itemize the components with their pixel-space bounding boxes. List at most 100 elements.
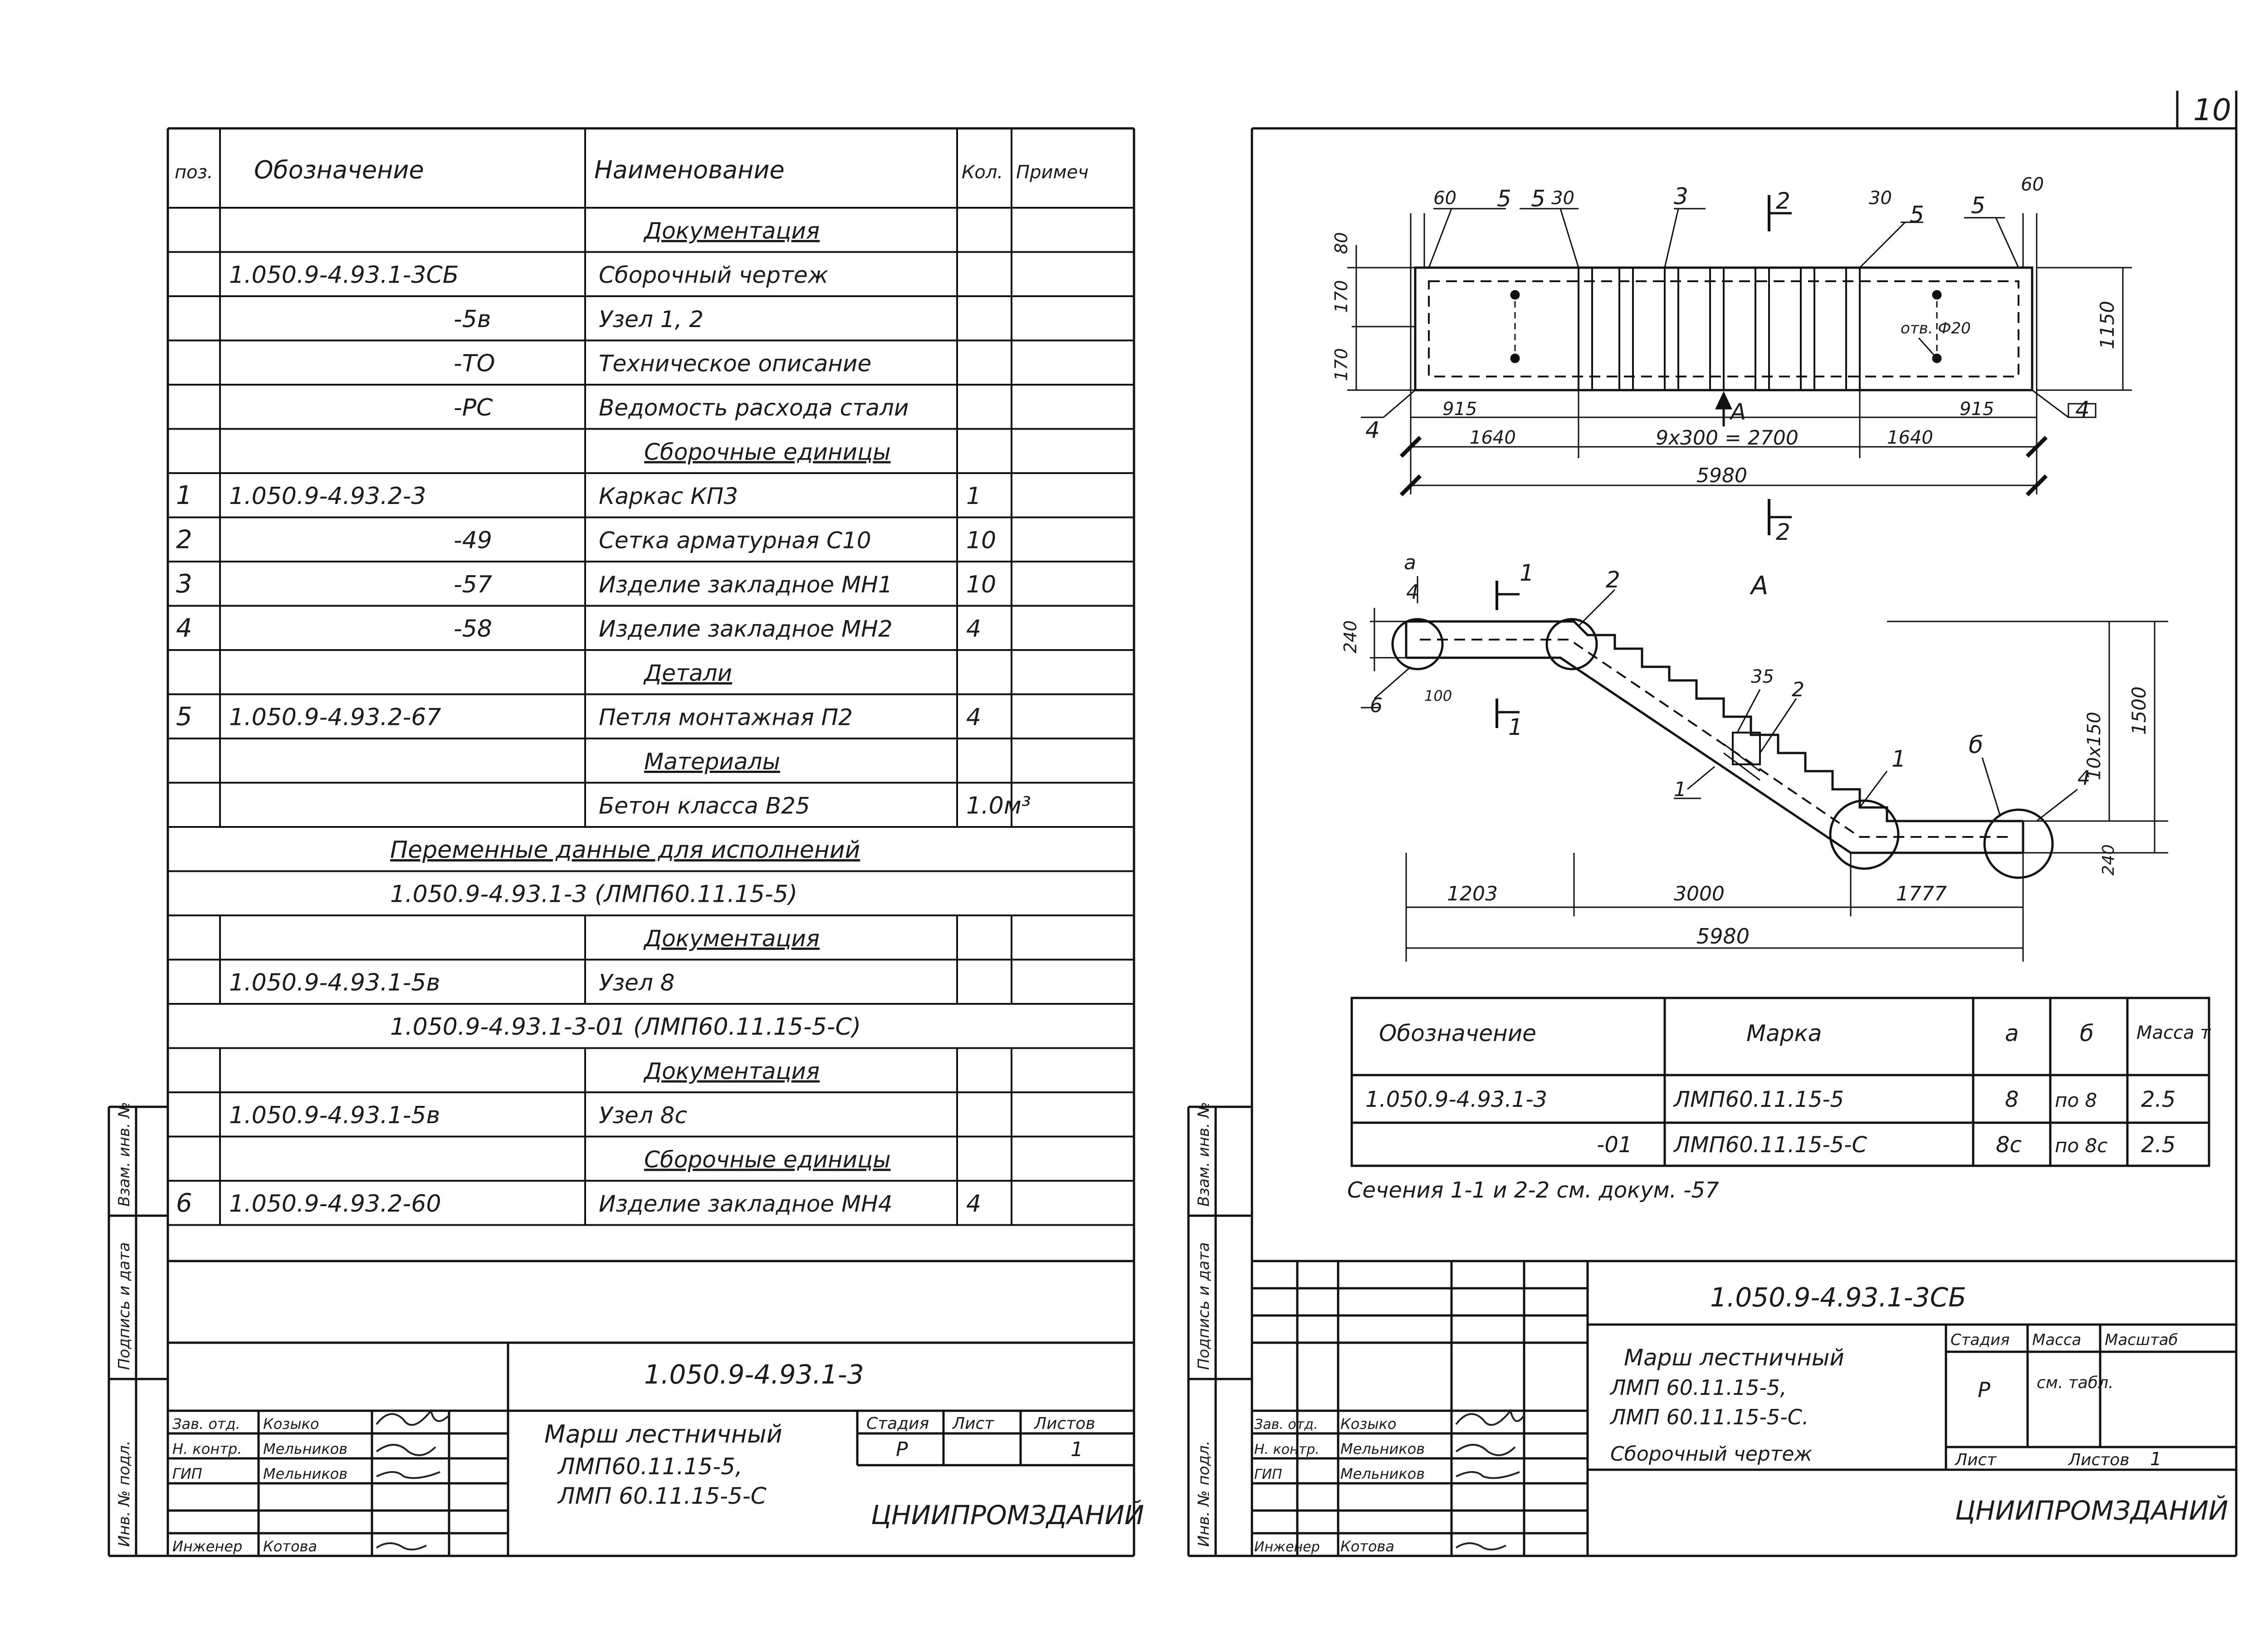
signature-2: [376, 1444, 436, 1456]
sec-dim-1203: 1203: [1447, 882, 1498, 905]
sec-label-6: 6: [1370, 694, 1383, 717]
section-labels: А а 4 1 2 6 100 1 240 35 2 1 1 б 4 10x15…: [1340, 551, 2150, 949]
spec-name: Петля монтажная П2: [599, 704, 853, 731]
var-h-b: б: [2080, 1020, 2094, 1046]
spec-header-1: Обозначение: [254, 156, 424, 184]
sec-label-100: 100: [1424, 687, 1452, 704]
left-title-line3: ЛМП 60.11.15-5-С: [557, 1483, 767, 1509]
var-r2-mark: ЛМП60.11.15-5-С: [1673, 1132, 1867, 1158]
plan-dim-80: 80: [1331, 232, 1351, 254]
var-r1-b: по 8: [2055, 1089, 2097, 1111]
node-circle-b: [1983, 808, 2054, 879]
plan-dim-1150: 1150: [2096, 301, 2118, 349]
sec-label-b: б: [1969, 732, 1983, 759]
plan-labels: 60 5 5 30 3 2 30 5 5 60 80 170 170 1150 …: [1331, 174, 2118, 545]
left-role-1: Зав. отд.: [172, 1415, 240, 1433]
spec-designation: -58: [454, 616, 492, 643]
spec-pos: 1: [176, 481, 192, 510]
plan-dim-30b: 30: [1869, 188, 1892, 209]
sec-dim-240b: 240: [2099, 844, 2118, 875]
right-side-stamps: Взам. инв. № Подпись и дата Инв. № подл.: [1195, 1102, 1213, 1547]
right-stage-label: Стадия: [1950, 1331, 2009, 1349]
spec-name: Изделие закладное МН1: [599, 572, 893, 598]
spec-name: Узел 8: [599, 970, 675, 996]
left-name-2: Мельников: [263, 1440, 347, 1457]
spec-name: Узел 1, 2: [599, 306, 704, 333]
right-sheet-label: Лист: [1954, 1451, 1997, 1469]
left-stage: Р: [896, 1438, 908, 1461]
r-signature-3: [1456, 1471, 1520, 1479]
spec-name: Изделие закладное МН2: [599, 616, 893, 642]
var-h-mark: Марка: [1746, 1020, 1822, 1046]
spec-designation: 1.050.9-4.93.2-3: [229, 483, 426, 510]
plan-pos-4a: 4: [1365, 417, 1380, 443]
plan-dim-915b: 915: [1960, 399, 1994, 420]
right-title-block: [1252, 1260, 2236, 1556]
left-name-1: Козыко: [263, 1415, 319, 1433]
sec-label-35: 35: [1751, 666, 1774, 687]
spec-header-2: Наименование: [594, 156, 785, 184]
left-sheets: 1: [1070, 1438, 1083, 1461]
sec-label-2b: 2: [1792, 678, 1804, 701]
spec-designation: -5в: [454, 306, 491, 333]
spec-span-row: Переменные данные для исполнений: [390, 836, 860, 864]
right-org: ЦНИИПРОМЗДАНИЙ: [1955, 1495, 2228, 1526]
spec-pos: 2: [176, 525, 192, 555]
plan-dim-30a: 30: [1551, 188, 1574, 209]
spec-qty: 10: [966, 571, 996, 598]
left-doc-code: 1.050.9-4.93.1-3: [644, 1359, 864, 1390]
stamp-vzam: Взам. инв. №: [115, 1102, 133, 1207]
right-mass-label: Масса: [2032, 1331, 2081, 1349]
plan-dim-1640b: 1640: [1887, 427, 1933, 448]
left-sheet: [108, 127, 1135, 1557]
left-name-4: Котова: [263, 1538, 317, 1555]
right-mass: см. табл.: [2037, 1374, 2114, 1392]
spec-section-heading: Документация: [643, 1058, 820, 1085]
plan-pos-5c: 5: [1910, 201, 1924, 228]
signature-3: [376, 1471, 440, 1479]
plan-dim-170b: 170: [1331, 348, 1351, 381]
plan-pos-5b: 5: [1531, 186, 1545, 212]
right-title-line3: ЛМП 60.11.15-5-С.: [1609, 1405, 1809, 1429]
spec-designation: 1.050.9-4.93.1-5в: [229, 1102, 440, 1129]
var-r1-a: 8: [2005, 1087, 2019, 1112]
spec-section-heading: Сборочные единицы: [644, 1147, 891, 1173]
node-circle-1: [1829, 799, 1900, 870]
spec-designation: 1.050.9-4.93.1-5в: [229, 969, 440, 997]
r-signature-1: [1455, 1408, 1525, 1426]
left-title-block: [168, 1260, 1134, 1556]
spec-name: Каркас КП3: [599, 483, 738, 509]
spec-designation: 1.050.9-4.93.1-3СБ: [229, 262, 459, 289]
spec-section-heading: Материалы: [644, 748, 780, 775]
spec-designation: -49: [454, 527, 492, 554]
spec-qty: 10: [966, 527, 996, 554]
sec-label-2: 2: [1606, 567, 1620, 593]
spec-table-grid: [168, 128, 1134, 1226]
plan-dim-1640a: 1640: [1470, 427, 1516, 448]
var-r1-mark: ЛМП60.11.15-5: [1673, 1087, 1844, 1112]
right-title-text: 1.050.9-4.93.1-3СБ Марш лестничный ЛМП 6…: [1254, 1282, 2228, 1555]
spec-name: Техническое описание: [599, 351, 871, 377]
plan-dim-915a: 915: [1442, 399, 1477, 420]
spec-section-heading: Сборочные единицы: [644, 439, 891, 465]
spec-name: Сборочный чертеж: [599, 262, 828, 289]
right-title-line4: Сборочный чертеж: [1610, 1443, 1812, 1466]
var-r2-a: 8с: [1996, 1132, 2022, 1158]
right-scale-label: Масштаб: [2105, 1331, 2178, 1349]
plan-tread-lines: [1578, 268, 1861, 390]
right-role-3: ГИП: [1254, 1467, 1282, 1482]
plan-pos-5a: 5: [1497, 186, 1511, 212]
right-sheets-label: Листов: [2068, 1451, 2129, 1469]
spec-designation: -ТО: [454, 350, 495, 377]
left-stage-label: Стадия: [866, 1414, 929, 1433]
spec-span-row: 1.050.9-4.93.1-3 (ЛМП60.11.15-5): [390, 881, 797, 908]
plan-pos-4b: 4: [2075, 396, 2090, 423]
sec-cut-1b: 1: [1508, 714, 1523, 740]
spec-designation: -РС: [454, 394, 493, 421]
sec-dim-1500: 1500: [2128, 686, 2150, 735]
plan-view: [1347, 195, 2132, 535]
spec-pos: 6: [176, 1188, 192, 1218]
left-sheet-label: Лист: [952, 1414, 994, 1433]
sec-dim-3000: 3000: [1674, 882, 1725, 905]
